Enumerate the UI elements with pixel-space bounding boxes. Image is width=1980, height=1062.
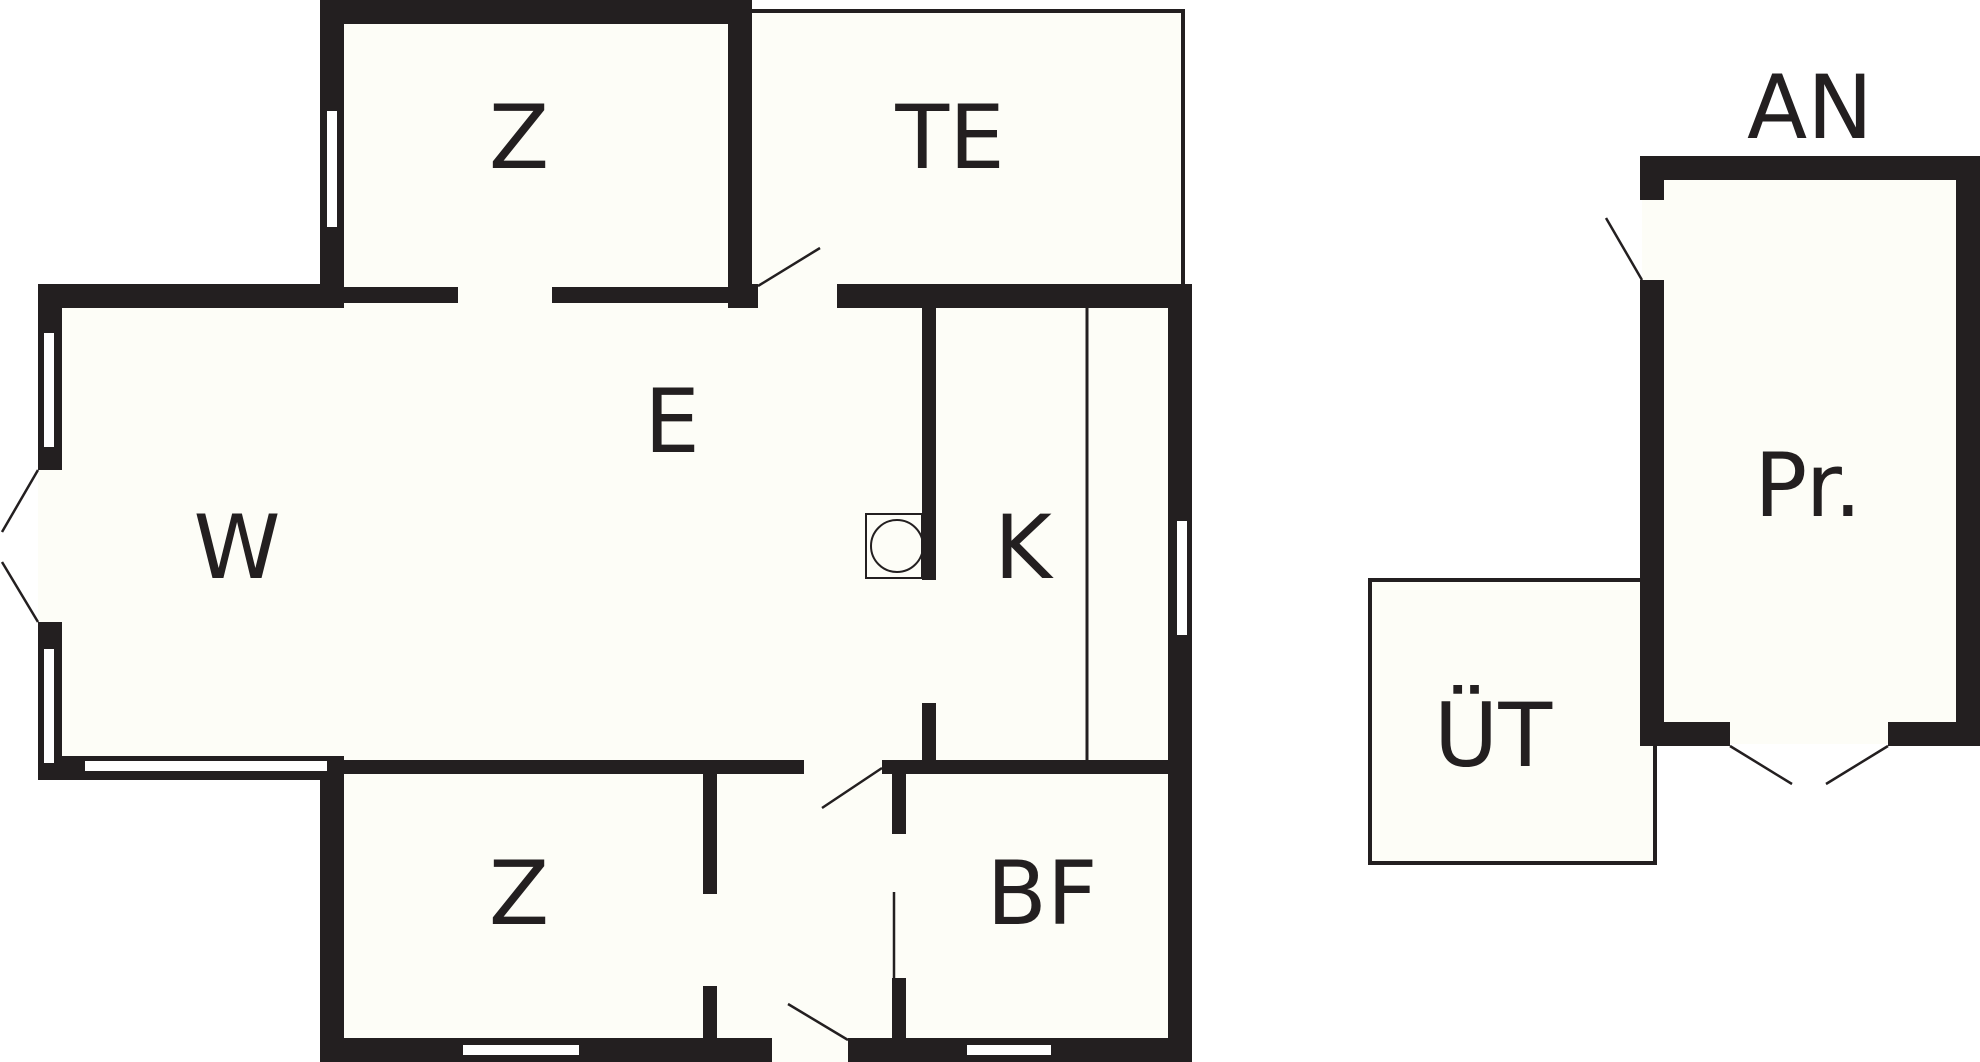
wall [882,760,1192,774]
room-ut-fill [1370,578,1655,863]
door-swing-pr-right [1825,744,1889,786]
window [42,331,56,449]
room-labels: Z TE E W K Z BF AN Pr. ÜT [193,56,1873,945]
door-opening [772,1038,848,1062]
wall [703,986,717,1040]
door-swings [0,217,1889,1042]
room-bf-fill [890,765,1175,1050]
wall [320,0,752,24]
window [965,1043,1053,1057]
wall [552,287,728,303]
room-pr-fill [1650,160,1970,740]
thin-walls [752,9,1657,865]
wall [922,703,936,765]
stove-symbol [865,513,924,579]
door-swing-te [757,246,821,288]
door-swing-w-lower [0,561,40,623]
room-te-fill [750,10,1185,310]
windows [42,109,1189,1057]
room-label-an: AN [1747,56,1873,159]
room-label-bf: BF [987,842,1098,945]
wall [728,0,752,308]
door-swing-w-upper [0,469,40,533]
window [1175,519,1189,637]
wall [922,300,936,580]
room-label-te: TE [894,86,1004,189]
wall [320,772,344,1062]
wall-thin [752,9,1185,286]
wall [837,284,1192,308]
room-label-pr: Pr. [1754,434,1862,537]
door-swing-z-bottom [821,766,883,810]
window [461,1043,581,1057]
room-z-top-fill [330,20,740,300]
window [42,647,56,765]
door-opening [38,470,62,622]
room-label-e: E [644,370,700,473]
stove-circle [870,519,924,573]
wall [1640,156,1664,200]
room-label-ut: ÜT [1434,684,1553,787]
wall [892,978,906,1040]
door-openings [38,200,1888,1062]
room-z-bottom-fill [330,765,905,1050]
door-opening [1730,724,1888,744]
wall [1956,156,1980,746]
wall [892,772,906,834]
room-fills [45,10,1970,1050]
wall [703,772,717,894]
wall [730,284,758,308]
room-label-z-top: Z [489,86,549,189]
wall-thin [1368,578,1657,865]
wall [344,287,458,303]
wall [1640,722,1730,746]
window [325,109,339,229]
room-label-z-bottom: Z [489,842,549,945]
door-swing-an [1604,217,1644,281]
room-label-k: K [994,496,1054,599]
wall [1168,284,1192,1062]
window [83,759,329,773]
door-opening [896,834,906,978]
door-swing-exit [787,1002,849,1042]
door-opening [1642,200,1662,280]
room-main-fill [45,295,1175,765]
room-label-w: W [193,496,280,599]
door-swing-pr-left [1729,744,1793,786]
door-opening [758,284,837,308]
wall [1640,280,1664,746]
wall [320,760,804,774]
wall [1888,722,1980,746]
wall [38,284,344,308]
wall [1640,156,1980,180]
